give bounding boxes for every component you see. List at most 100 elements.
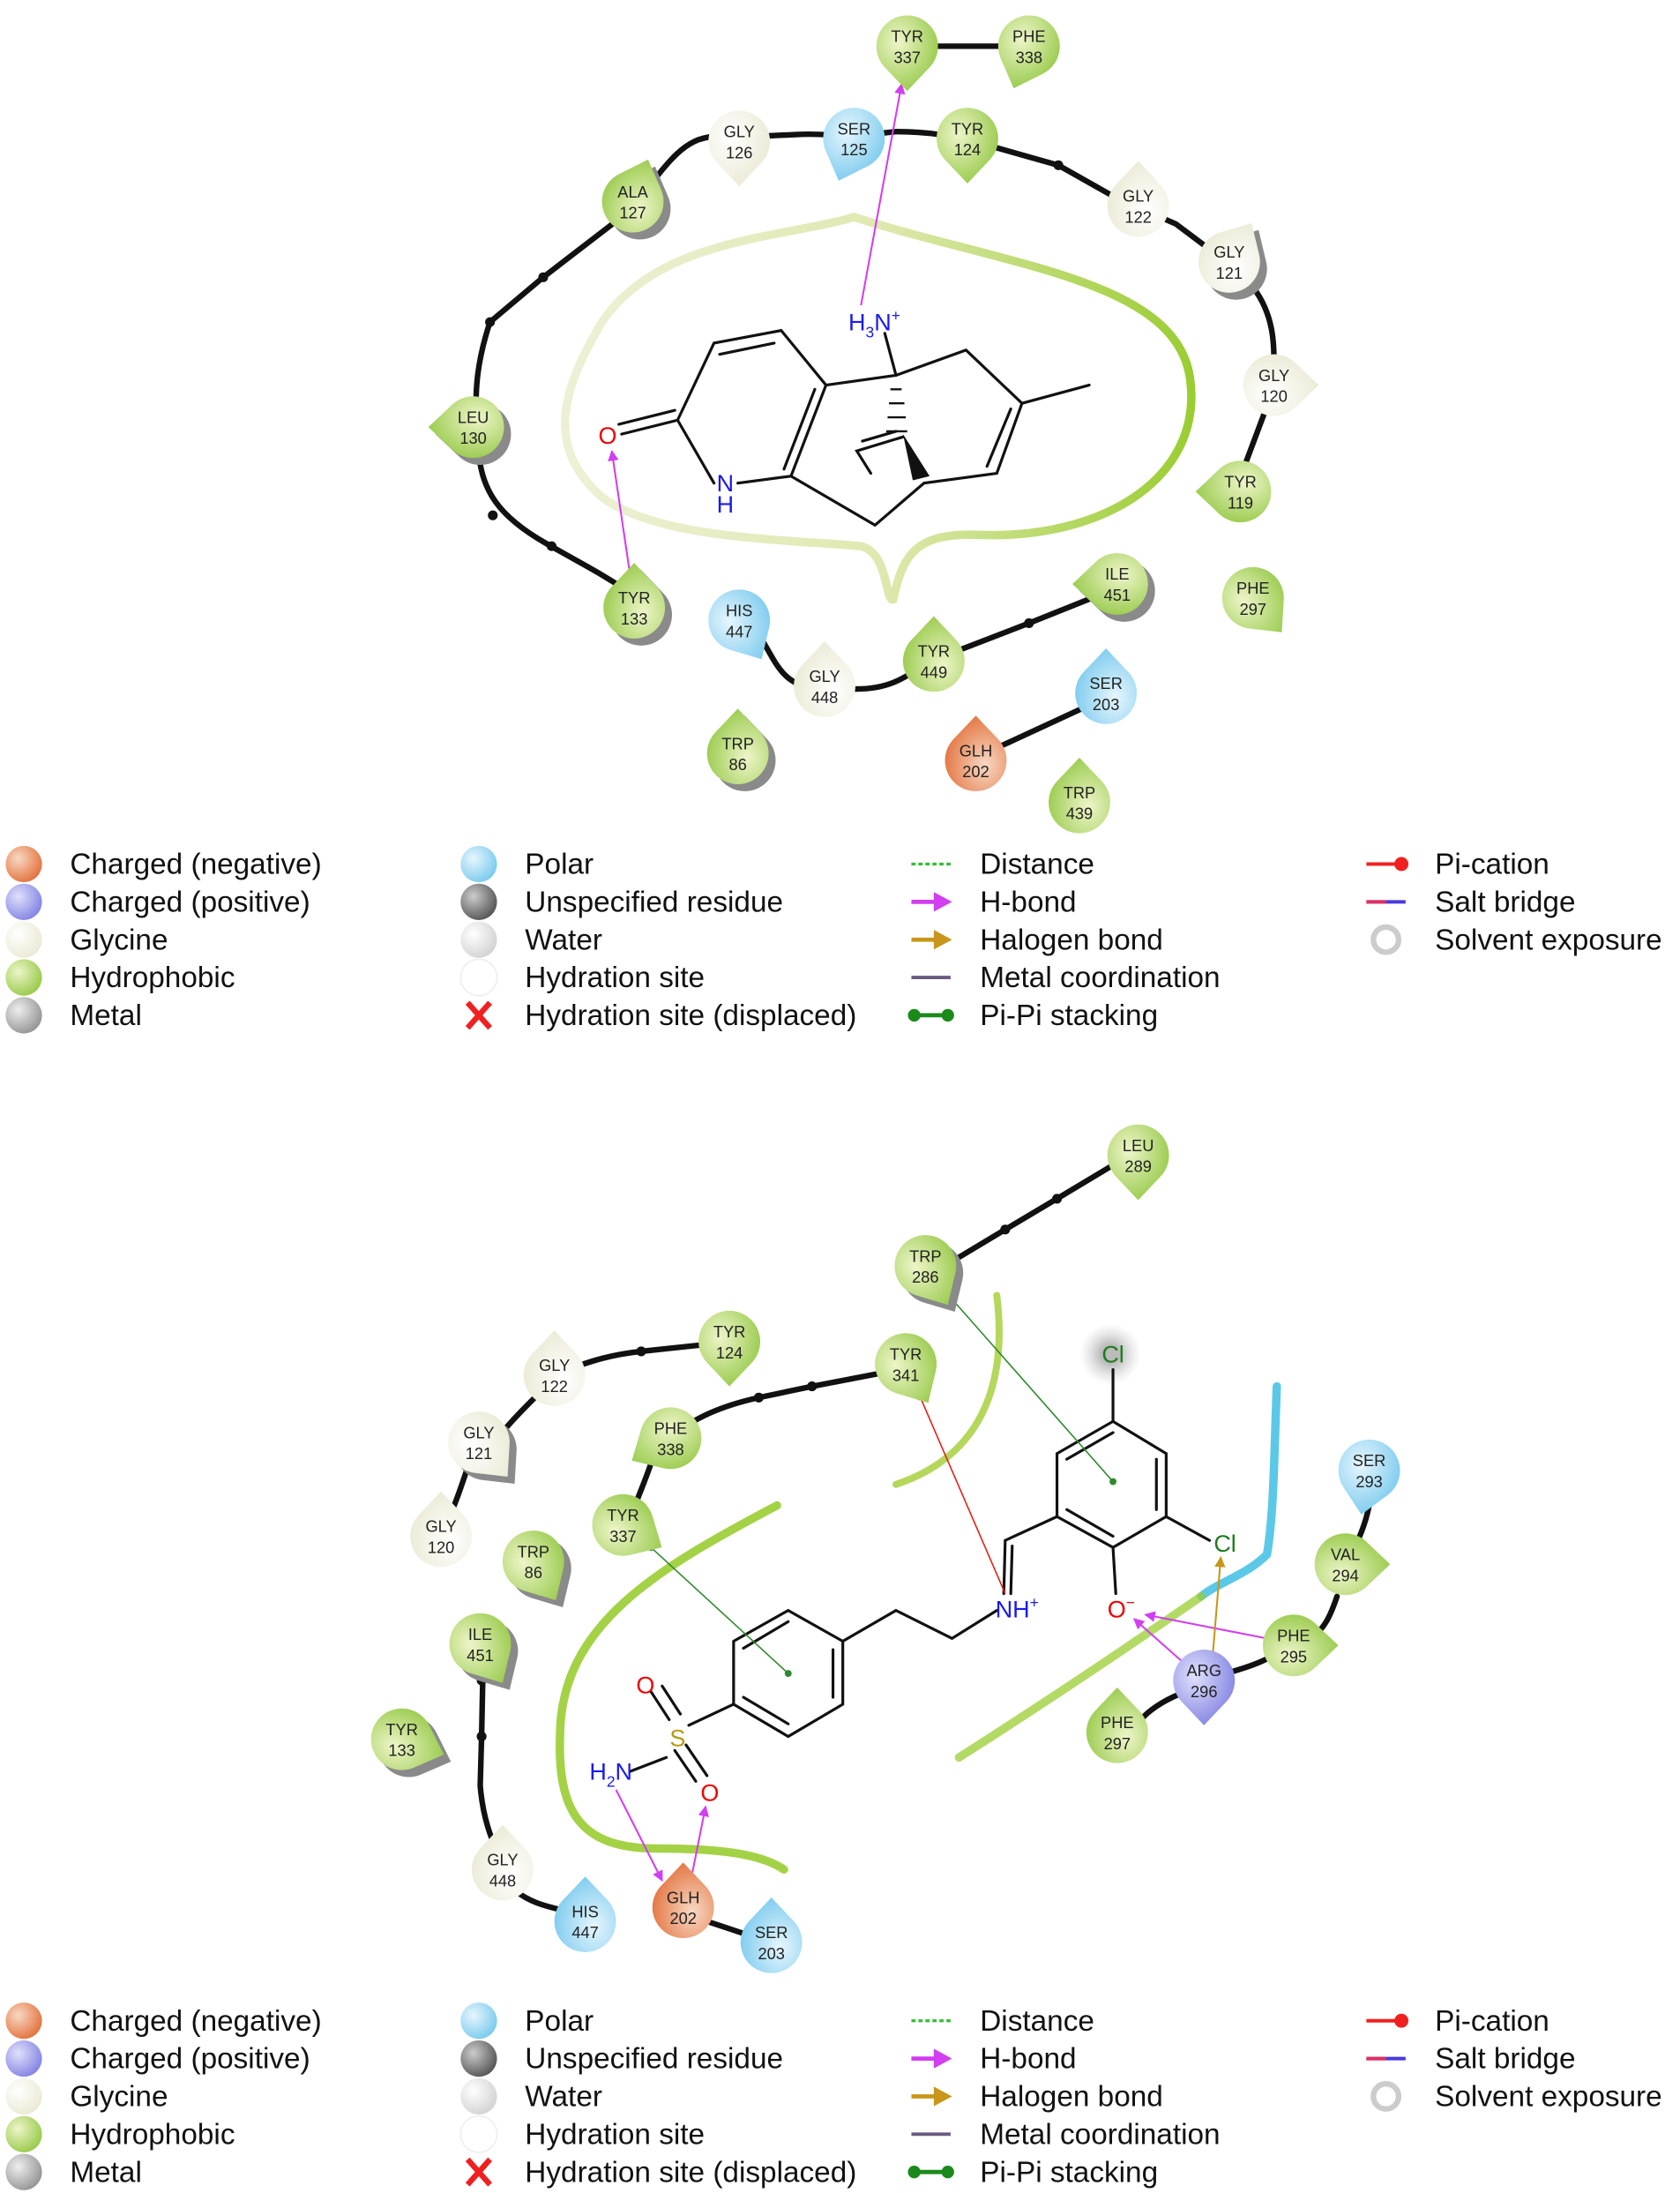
- legend-label: H-bond: [980, 2043, 1076, 2076]
- residue-number: 337: [893, 48, 920, 66]
- legend-label: Hydration site: [525, 2118, 705, 2151]
- residue-number: 202: [962, 762, 989, 781]
- legend-label: Pi-cation: [1435, 2005, 1549, 2038]
- residue-number: 126: [726, 143, 752, 161]
- residue-name: TYR: [607, 1506, 639, 1524]
- legend-label: Halogen bond: [980, 2081, 1163, 2114]
- residue-number: 447: [571, 1923, 598, 1942]
- residues-top: TYR337PHE338GLY126SER125TYR124ALA127GLY1…: [428, 15, 1319, 834]
- halo-icon: [1370, 924, 1402, 955]
- hbond-line: [691, 1805, 709, 1877]
- residue-drop-shape: [1243, 354, 1319, 416]
- legend-item-hydrophobic: Hydrophobic: [5, 959, 235, 996]
- residue-number: 130: [459, 429, 486, 447]
- legend-item-pipi: Pi-Pi stacking: [907, 999, 1158, 1032]
- residue-drop-shape: [997, 15, 1060, 89]
- legend-item-metal-coord: Metal coordination: [911, 962, 1221, 994]
- ligand-bottom: Cl Cl O− NH+ S O O H2N: [589, 1342, 1236, 1807]
- legend-item-solvent: Solvent exposure: [1370, 924, 1662, 956]
- residue-name: GLY: [724, 123, 755, 141]
- legend-item-glycine: Glycine: [5, 921, 168, 958]
- residue-drop-shape: [1262, 1614, 1339, 1677]
- residue-drop-shape: [1107, 1124, 1169, 1201]
- atom-h: H: [717, 491, 734, 518]
- residue-number: 121: [1216, 264, 1243, 282]
- legend-label: Unspecified residue: [525, 886, 783, 918]
- residue-drop-shape: [449, 1613, 511, 1683]
- residue-drop-shape: [428, 396, 504, 459]
- residue-number: 338: [657, 1440, 683, 1458]
- residue-drop-shape: [1314, 1533, 1391, 1596]
- residue-number: 451: [1104, 586, 1131, 604]
- legend-label: Charged (negative): [70, 849, 321, 881]
- residue-name: SER: [755, 1923, 788, 1942]
- unspec-swatch-icon: [460, 2040, 497, 2077]
- atom-o-sulfonyl-2: O: [700, 1780, 719, 1807]
- residue-name: SER: [1353, 1451, 1386, 1470]
- pi-pi-line: [944, 1291, 1114, 1483]
- residue-number: 121: [466, 1444, 492, 1463]
- residue-name: VAL: [1331, 1545, 1360, 1563]
- legend-label: Polar: [525, 2005, 594, 2038]
- residue-number: 122: [1124, 207, 1151, 226]
- legend-item-distance: Distance: [911, 849, 1094, 881]
- legend-label: H-bond: [980, 886, 1076, 918]
- residue-gly-120: GLY 120: [1243, 354, 1319, 416]
- residue-name: ILE: [468, 1625, 492, 1643]
- residue-number: 120: [1260, 387, 1287, 406]
- water-swatch-icon: [460, 2077, 497, 2115]
- metal-swatch-icon: [5, 2153, 42, 2190]
- residue-name: GLY: [539, 1356, 570, 1374]
- residue-drop-shape: [740, 1897, 803, 1973]
- residue-drop-shape: [471, 1824, 534, 1901]
- residue-number: 338: [1016, 48, 1042, 66]
- legend-label: Metal coordination: [980, 2118, 1220, 2151]
- residue-drop-shape: [1075, 648, 1138, 724]
- hydration-swatch-icon: [459, 958, 498, 997]
- interactions-bottom: [615, 1291, 1267, 1882]
- legend-label: Unspecified residue: [525, 2043, 783, 2076]
- residue-drop-shape: [592, 1493, 662, 1556]
- legend-item-pication: Pi-cation: [1366, 2005, 1549, 2038]
- atom-amine: H2N: [589, 1759, 632, 1791]
- residue-number: 296: [1191, 1682, 1217, 1701]
- residue-drop-shape: [902, 616, 965, 692]
- residues-bottom: LEU289TRP286TYR124GLY122TYR341GLY121PHE3…: [370, 1124, 1400, 1973]
- residue-name: ARG: [1186, 1661, 1221, 1680]
- pi-pi-dot: [784, 1670, 792, 1678]
- residue-number: 293: [1355, 1472, 1382, 1491]
- legend-item-metal: Metal: [5, 997, 142, 1034]
- residue-name: PHE: [1236, 579, 1270, 597]
- residue-drop-shape: [823, 108, 885, 181]
- glycine-swatch-icon: [5, 2077, 42, 2115]
- atom-ammonium: H3N+: [848, 307, 900, 341]
- legend-item-saltbridge: Salt bridge: [1366, 2043, 1576, 2076]
- residue-number: 119: [1228, 493, 1253, 512]
- legend-label: Metal: [70, 999, 142, 1032]
- residue-drop-shape: [502, 1531, 564, 1601]
- legend-label: Solvent exposure: [1435, 2081, 1662, 2114]
- residue-name: GLY: [1258, 366, 1289, 385]
- residue-name: PHE: [1277, 1627, 1310, 1645]
- hbond-line: [615, 1789, 663, 1882]
- residue-number: 286: [912, 1268, 938, 1286]
- legend-item-unspec: Unspecified residue: [460, 883, 783, 920]
- residue-drop-shape: [945, 715, 1007, 791]
- pocket-outline: [561, 213, 1196, 604]
- legend-label: Polar: [525, 849, 594, 881]
- residue-name: TYR: [1224, 472, 1256, 490]
